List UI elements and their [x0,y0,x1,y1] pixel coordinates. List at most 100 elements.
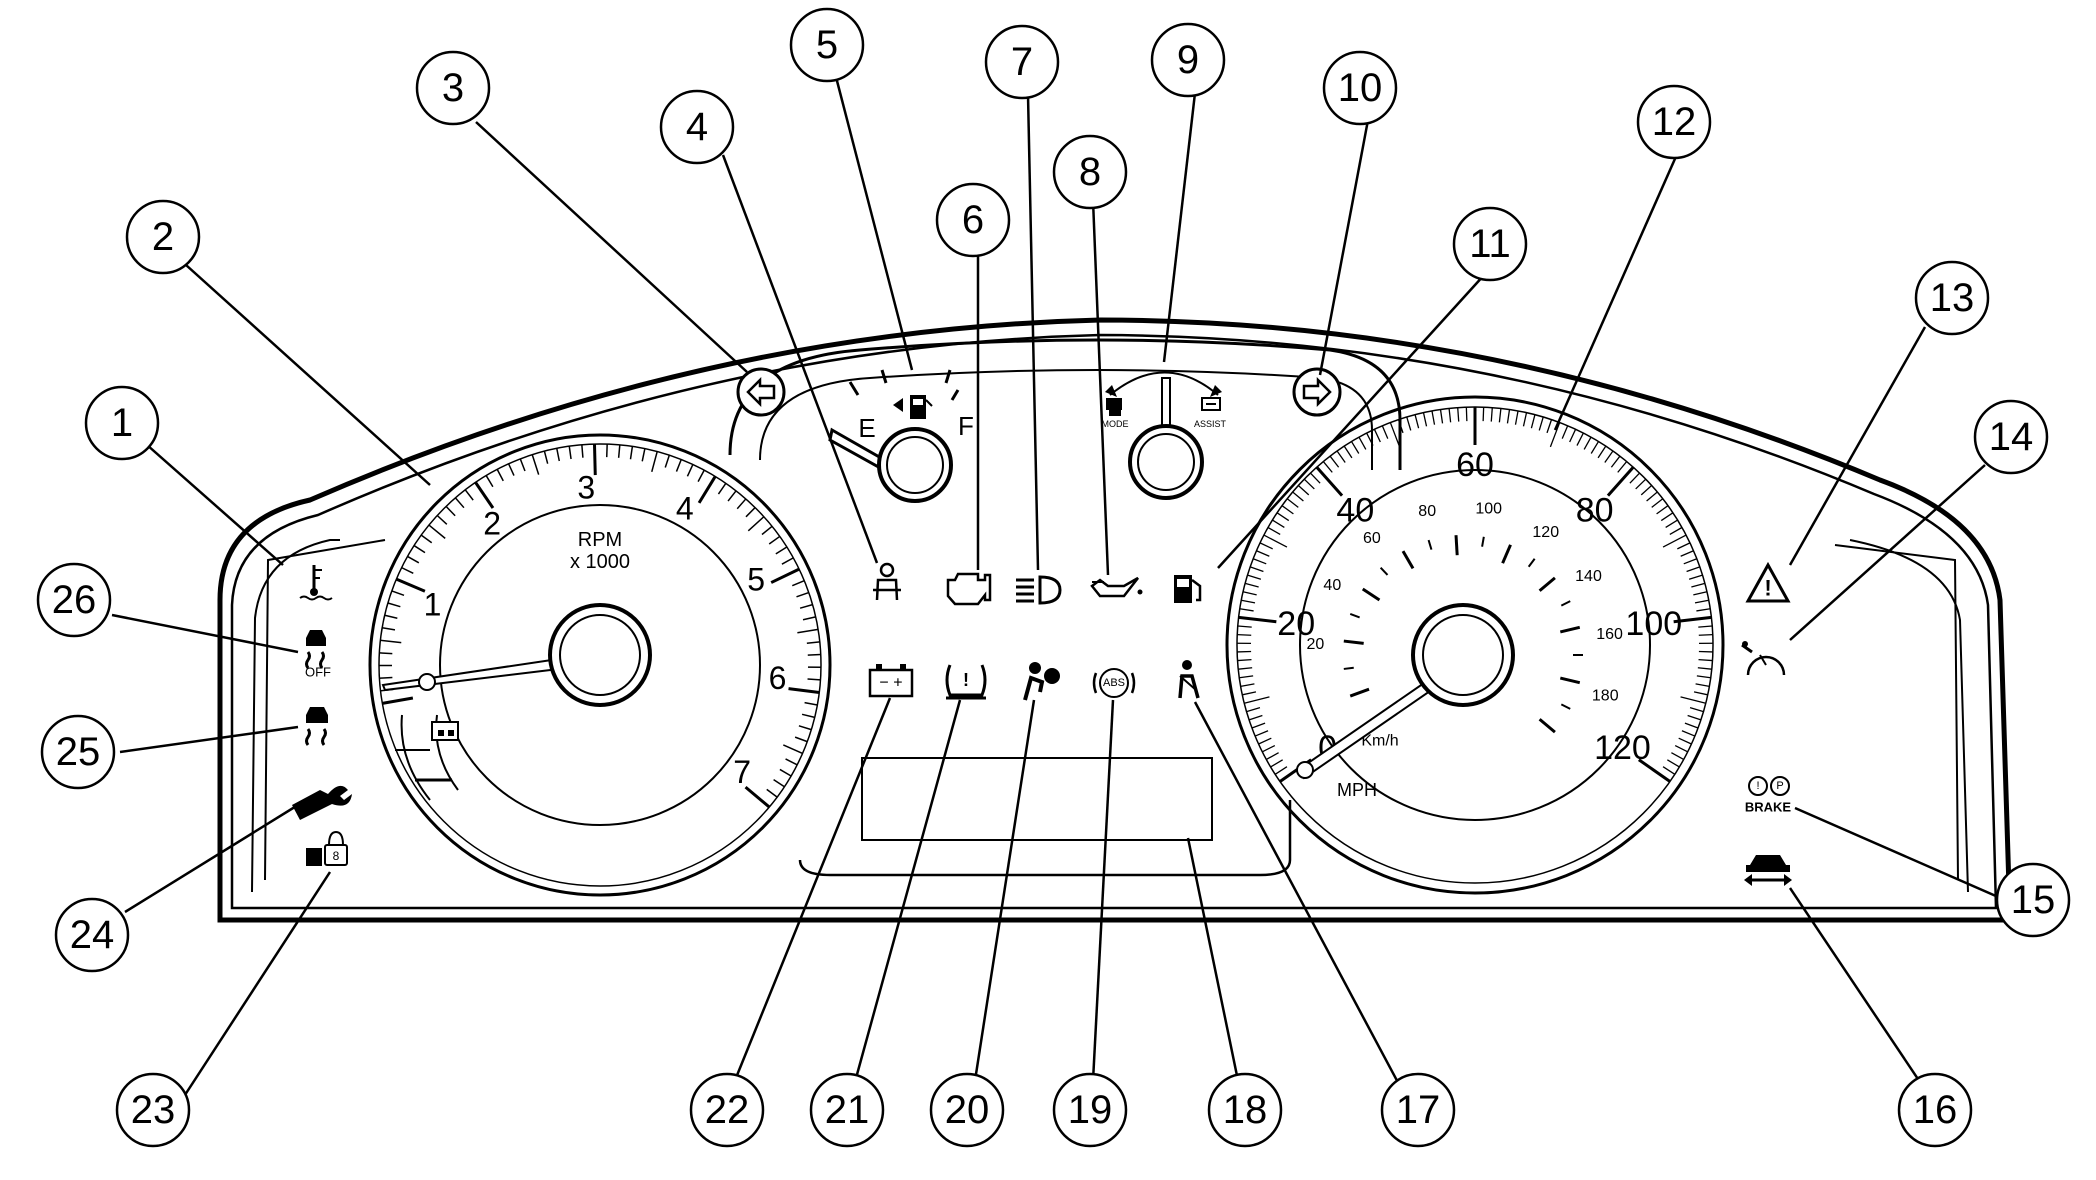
kmh-tick [1349,613,1360,619]
kmh-tick [1538,576,1556,592]
callout-number: 12 [1652,100,1697,144]
callout-circle [689,1072,765,1148]
tach-tick [384,614,398,619]
fuel-pump-icon [910,395,933,419]
tach-scale-label: 4 [676,490,694,526]
kmh-scale-label: 140 [1575,568,1602,585]
speed-tick [1251,722,1266,729]
tach-tick [807,678,821,681]
callout-circle [1052,1072,1128,1148]
speed-tick [1538,416,1544,431]
tachometer-ticks [378,444,821,809]
speed-tick [1683,558,1698,565]
tach-tick [798,725,812,731]
mph-scale-label: 80 [1576,492,1614,530]
speed-tick [1576,432,1584,446]
kmh-scale-label: 60 [1363,530,1381,547]
speed-tick [1695,683,1710,687]
speed-tick [1669,526,1683,535]
tach-tick [407,555,420,564]
rpm-multiplier-label: x 1000 [570,551,630,573]
hybrid-right-label: ASSIST [1194,419,1227,429]
speed-tick [1336,450,1346,463]
mph-scale-label: 100 [1625,605,1682,643]
callout-number: 3 [442,66,464,110]
speed-tick [1640,485,1653,496]
speed-tick [1238,667,1253,670]
kmh-scale-label: 100 [1475,501,1502,518]
tach-tick [802,616,816,621]
speed-tick [1270,759,1283,768]
speed-tick [1256,550,1270,557]
callout-circle [84,385,160,461]
speed-tick [1678,737,1692,745]
callout-circle [659,89,735,165]
tach-scale-label: 7 [733,754,751,790]
speed-tick [1671,752,1684,761]
speed-tick [1242,691,1257,696]
speed-tick [1276,512,1290,522]
speed-tick [1309,472,1321,484]
callout-circle [1322,50,1398,126]
speed-tick [1490,407,1493,422]
tach-tick [420,534,433,544]
low-fuel-icon [1174,575,1202,603]
airbag-warning-icon [1023,662,1060,701]
callout-circle [54,897,130,973]
speed-tick [1583,436,1592,450]
seatbelt-warning-icon [1178,660,1200,699]
callout-number: 18 [1223,1088,1268,1132]
speed-tick [1693,691,1708,696]
speed-tick [1422,412,1428,427]
tach-tick [744,785,771,809]
tach-tick [796,591,810,598]
speed-tick [1693,591,1708,596]
speed-tick [1681,730,1696,737]
speed-tick [1522,412,1528,427]
speed-tick [1249,566,1264,573]
speed-tick [1263,534,1288,548]
speed-tick [1239,675,1254,679]
tach-tick [592,444,597,476]
speed-tick [1439,409,1444,424]
speed-tick [1561,425,1569,439]
tach-tick [641,448,646,462]
tach-tick [651,451,658,473]
callout-circle [415,50,491,126]
speed-tick [1247,574,1262,580]
speed-tick [1651,498,1664,508]
speed-tick [1252,558,1267,565]
callout-circle [1150,22,1226,98]
speed-tick [1597,445,1607,459]
speed-tick [1397,419,1404,434]
tach-tick [568,446,572,460]
speed-tick [1240,683,1255,687]
tach-tick [543,450,549,464]
callout-number: 2 [152,215,174,259]
callout-number: 23 [131,1088,176,1132]
master-warning-icon: ! [1745,561,1791,603]
speed-tick [1667,759,1680,768]
message-center-display [861,757,1213,841]
speed-tick [1660,512,1674,522]
speed-tick [1448,408,1452,423]
kmh-tick [1343,666,1354,670]
kmh-tick [1538,718,1556,734]
tach-tick [801,713,815,719]
speed-tick [1244,582,1259,588]
tach-scale-label: 3 [577,470,595,506]
tach-tick [797,628,819,634]
callout-circle [984,24,1060,100]
speed-tick [1381,425,1389,439]
tach-tick [629,446,634,460]
speed-tick [1366,432,1374,446]
kmh-scale-label: 180 [1592,687,1619,704]
speed-tick [1694,599,1709,604]
speed-tick [1272,519,1285,528]
speed-tick [1629,472,1641,484]
callout-number: 9 [1177,38,1199,82]
speed-tick [1691,582,1706,588]
tach-tick [391,590,405,597]
